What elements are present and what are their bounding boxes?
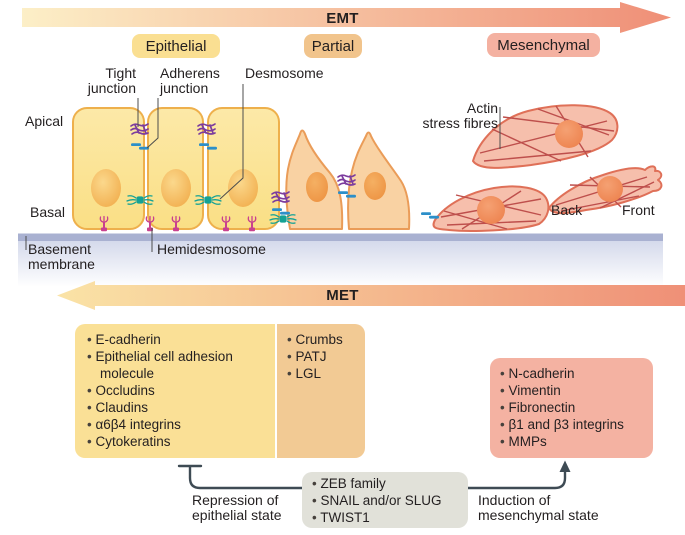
list-item: Occludins: [87, 382, 269, 399]
desmosome-label: Desmosome: [245, 65, 324, 81]
basal-label: Basal: [30, 204, 66, 220]
list-item: MMPs: [500, 433, 649, 450]
list-item: PATJ: [287, 348, 361, 365]
list-item: Claudins: [87, 399, 269, 416]
list-item: SNAIL and/or SLUG: [312, 492, 464, 509]
induction-connector: [466, 460, 571, 490]
list-item: TWIST1: [312, 509, 464, 526]
list-item: Fibronectin: [500, 399, 649, 416]
list-item: α6β4 integrins: [87, 416, 269, 433]
list-item: Epithelial cell adhesion molecule: [87, 348, 269, 382]
list-item: Vimentin: [500, 382, 649, 399]
partial-cells: [285, 129, 411, 230]
stage-badge-mesenchymal: Mesenchymal: [487, 33, 600, 57]
adherens-junction-label: Adherens junction: [160, 65, 220, 96]
epithelial-marker-boxes: E-cadherin Epithelial cell adhesion mole…: [75, 324, 365, 458]
apical-label: Apical: [25, 113, 64, 129]
mesenchymal-nuclei: [477, 120, 623, 224]
hemidesmosome-label: Hemidesmosome: [157, 241, 266, 257]
stage-badge-partial: Partial: [304, 34, 362, 58]
list-item: Crumbs: [287, 331, 361, 348]
list-item: β1 and β3 integrins: [500, 416, 649, 433]
met-arrow: [57, 281, 685, 310]
epithelial-cells: [72, 107, 280, 230]
actin-stress-fibres-label: Actin stress fibres: [422, 100, 498, 131]
list-item: E-cadherin: [87, 331, 269, 348]
partial-nuclei: [306, 172, 386, 202]
emt-arrow: [22, 2, 671, 33]
induction-label: Induction of mesenchymal state: [478, 492, 599, 523]
front-label: Front: [622, 202, 655, 218]
polarity-complex-box: Crumbs PATJ LGL: [277, 324, 365, 458]
basement-membrane-shadow: [18, 241, 663, 287]
epithelial-nuclei: [91, 169, 258, 207]
repression-label: Repression of epithelial state: [192, 492, 282, 523]
emt-arrow-label: EMT: [326, 10, 359, 27]
transcription-factors-box: ZEB family SNAIL and/or SLUG TWIST1: [302, 472, 468, 528]
list-item: LGL: [287, 365, 361, 382]
list-item: Cytokeratins: [87, 433, 269, 450]
list-item: N-cadherin: [500, 365, 649, 382]
repression-connector: [177, 464, 304, 490]
basement-membrane-bar: [18, 233, 663, 241]
epithelial-markers-box: E-cadherin Epithelial cell adhesion mole…: [75, 324, 275, 458]
back-label: Back: [551, 202, 583, 218]
basement-membrane-label: Basement membrane: [28, 241, 95, 272]
mesenchymal-markers-box: N-cadherin Vimentin Fibronectin β1 and β…: [490, 358, 653, 458]
list-item: ZEB family: [312, 475, 464, 492]
stage-badge-epithelial: Epithelial: [132, 34, 220, 58]
tight-junction-label: Tight junction: [87, 65, 136, 96]
met-arrow-label: MET: [326, 287, 359, 304]
pointer-lines: [25, 84, 501, 252]
